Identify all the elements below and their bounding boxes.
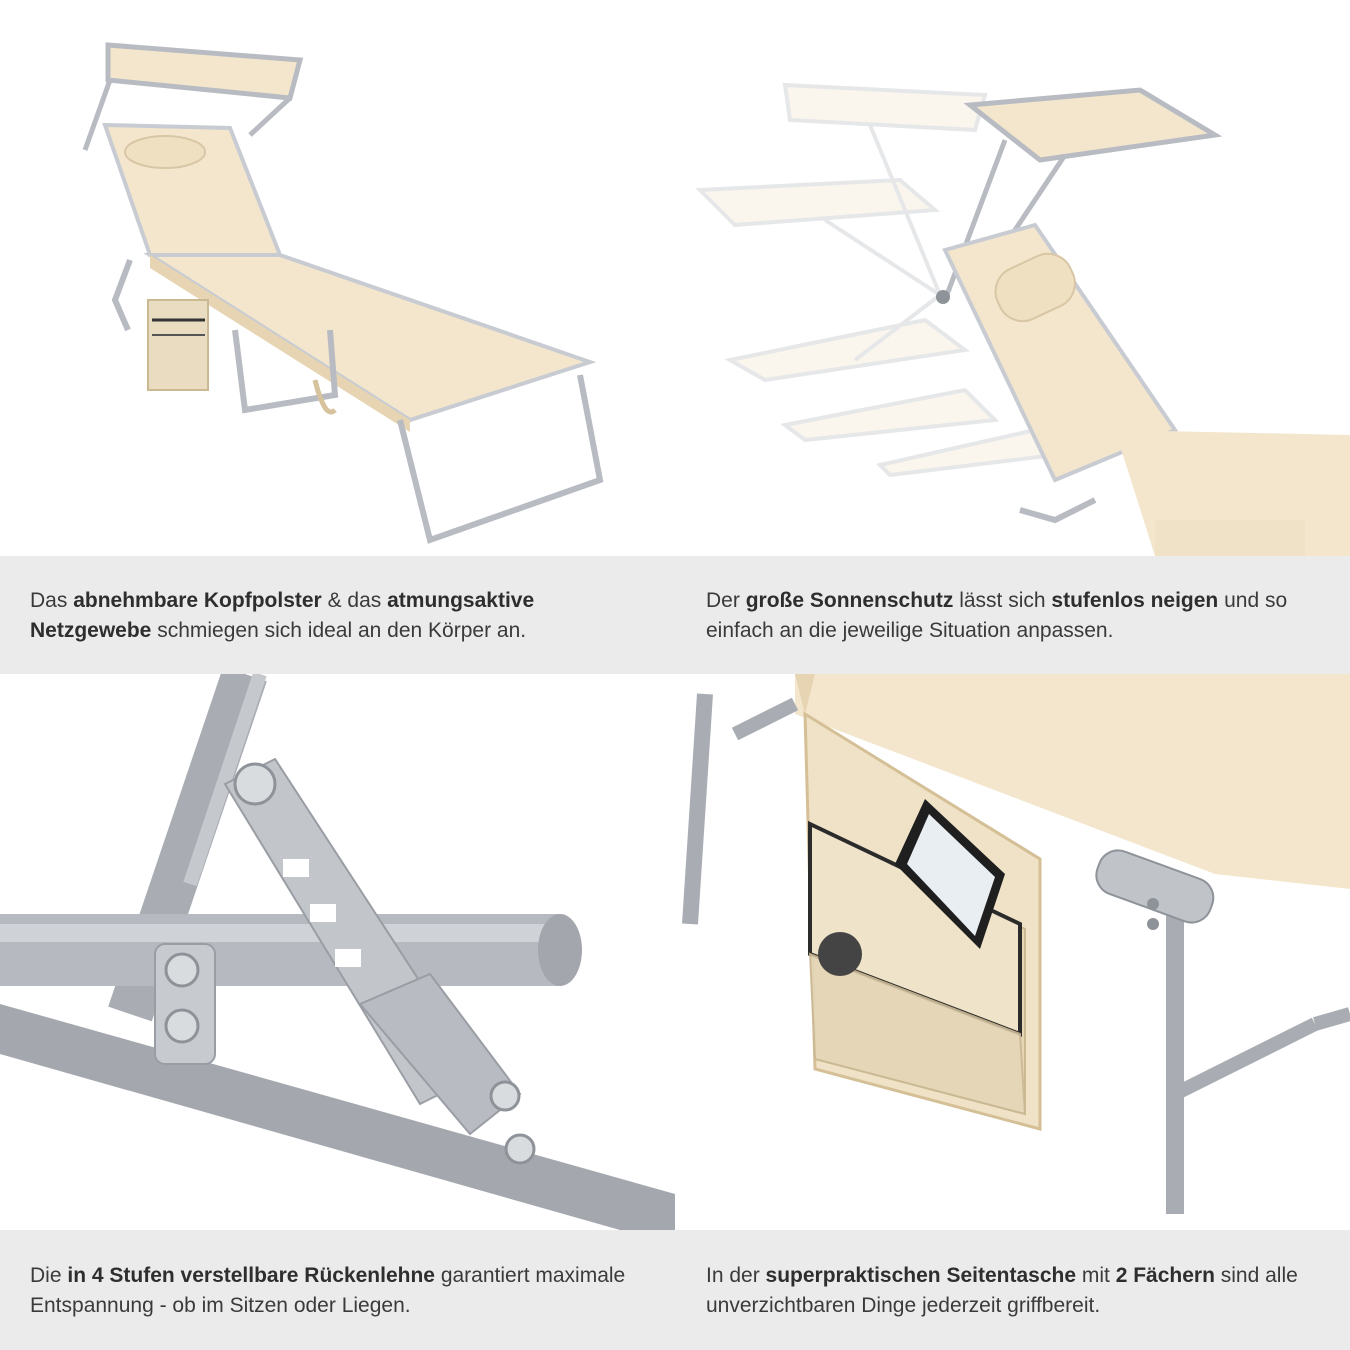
caption-bold-backrest: in 4 Stufen verstellbare Rückenlehne (67, 1264, 435, 1287)
caption-text: lässt sich (953, 589, 1052, 612)
caption-text: garantiert maximale Entspannung - ob im … (30, 1264, 626, 1317)
caption-canopy: Der große Sonnenschutz lässt sich stufen… (706, 586, 1326, 646)
photo-canopy-positions (675, 0, 1350, 556)
caption-band-bottom (0, 1230, 1350, 1350)
caption-text: und so einfach an die jeweilige Situatio… (706, 589, 1288, 642)
caption-text: schmiegen sich ideal an den Körper an. (151, 619, 527, 642)
caption-text: mit (1076, 1264, 1116, 1287)
photo-backrest-mechanism (0, 674, 675, 1230)
caption-band-top (0, 556, 1350, 674)
caption-bold-compartments: 2 Fächern (1115, 1264, 1215, 1287)
caption-bold-canopy: große Sonnenschutz (745, 589, 954, 612)
pocket-illustration (682, 674, 1350, 1214)
caption-side-pocket: In der superpraktischen Seitentasche mit… (706, 1261, 1321, 1321)
caption-bold-pocket: superpraktischen Seitentasche (765, 1264, 1077, 1287)
caption-text: Der (706, 589, 746, 612)
mechanism-illustration (0, 674, 675, 1230)
photo-lounger-overview (0, 0, 675, 556)
caption-bold-fabric: atmungsaktive Netzgewebe (30, 589, 535, 642)
caption-text: In der (706, 1264, 766, 1287)
photo-side-pocket (675, 674, 1350, 1230)
caption-text: Die (30, 1264, 68, 1287)
caption-text: & das (321, 589, 388, 612)
caption-text: sind alle unverzichtbaren Dinge jederzei… (706, 1264, 1298, 1317)
lounger-illustration (82, 42, 604, 544)
caption-headrest-fabric: Das abnehmbare Kopfpolster & das atmungs… (30, 586, 640, 646)
caption-text: Das (30, 589, 74, 612)
caption-bold-headrest: abnehmbare Kopfpolster (73, 589, 322, 612)
canopy-illustration (695, 82, 1350, 556)
caption-backrest: Die in 4 Stufen verstellbare Rückenlehne… (30, 1261, 645, 1321)
caption-bold-tilt: stufenlos neigen (1051, 589, 1219, 612)
